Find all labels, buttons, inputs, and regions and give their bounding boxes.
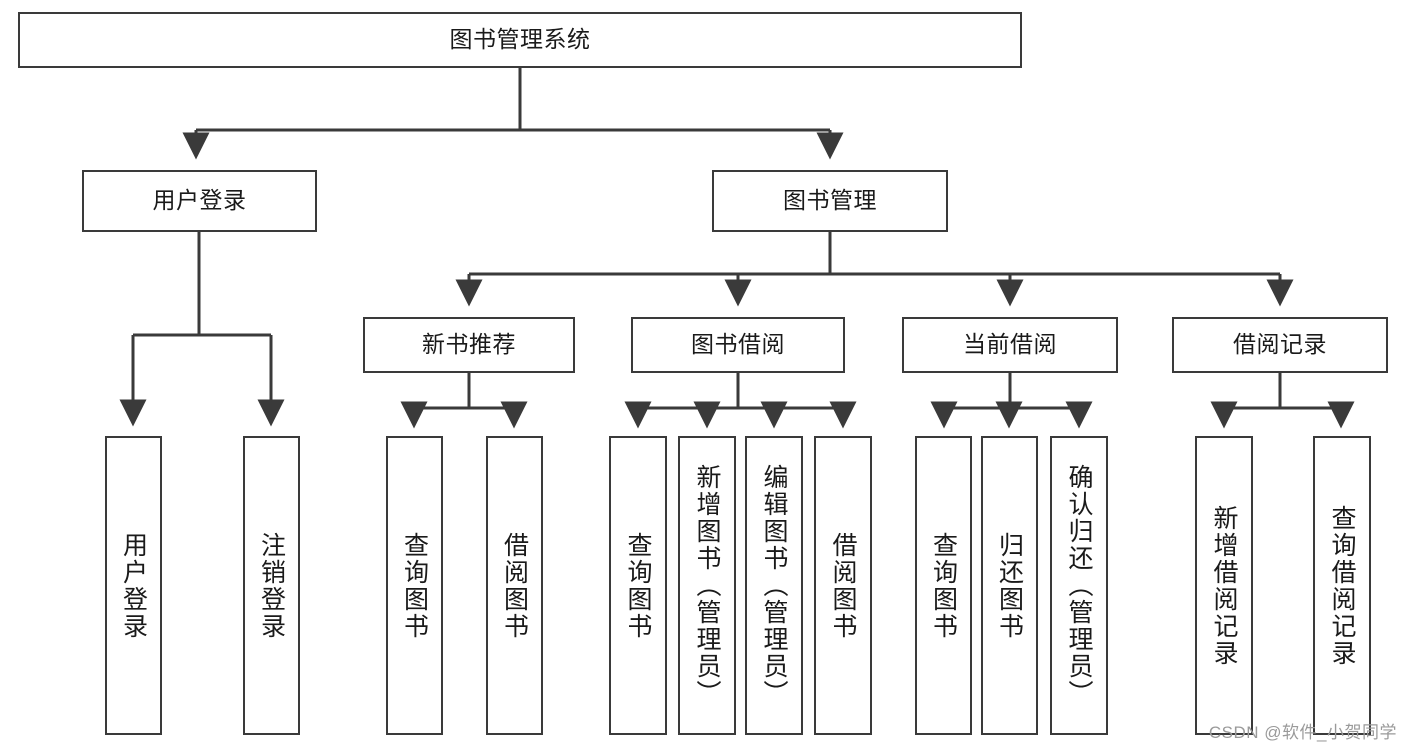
- leaf-current-return-book[interactable]: 归还图书: [981, 436, 1038, 735]
- node-label: 新书推荐: [422, 331, 516, 358]
- leaf-recommend-query-book[interactable]: 查询图书: [386, 436, 443, 735]
- watermark: CSDN @软件_小贺同学: [1208, 723, 1397, 742]
- node-label: 图书借阅: [691, 331, 785, 358]
- node-label: 查询图书: [624, 531, 652, 640]
- node-label: 查询借阅记录: [1328, 504, 1356, 667]
- leaf-borrow-add-book-admin[interactable]: 新增图书（管理员）: [678, 436, 736, 735]
- node-label: 新增图书（管理员）: [693, 464, 721, 707]
- leaf-recommend-borrow-book[interactable]: 借阅图书: [486, 436, 543, 735]
- node-label: 归还图书: [995, 531, 1024, 640]
- leaf-user-logout[interactable]: 注销登录: [243, 436, 300, 735]
- node-label: 注销登录: [257, 531, 286, 640]
- leaf-record-query-record[interactable]: 查询借阅记录: [1313, 436, 1371, 735]
- node-label: 用户登录: [119, 531, 148, 640]
- leaf-current-confirm-return-admin[interactable]: 确认归还（管理员）: [1050, 436, 1108, 735]
- node-label: 借阅记录: [1233, 331, 1327, 358]
- node-current-borrow[interactable]: 当前借阅: [902, 317, 1118, 373]
- leaf-user-login[interactable]: 用户登录: [105, 436, 162, 735]
- node-label: 图书管理系统: [449, 26, 591, 53]
- node-label: 确认归还（管理员）: [1065, 464, 1093, 707]
- node-label: 图书管理: [783, 187, 877, 214]
- node-label: 借阅图书: [829, 531, 857, 640]
- node-label: 查询图书: [929, 531, 958, 640]
- node-root-system[interactable]: 图书管理系统: [18, 12, 1022, 68]
- node-label: 借阅图书: [500, 531, 529, 640]
- leaf-record-add-record[interactable]: 新增借阅记录: [1195, 436, 1253, 735]
- node-new-book-recommend[interactable]: 新书推荐: [363, 317, 575, 373]
- node-label: 查询图书: [400, 531, 429, 640]
- node-book-borrow[interactable]: 图书借阅: [631, 317, 845, 373]
- node-user-login[interactable]: 用户登录: [82, 170, 317, 232]
- node-book-management[interactable]: 图书管理: [712, 170, 948, 232]
- leaf-current-query-book[interactable]: 查询图书: [915, 436, 972, 735]
- leaf-borrow-edit-book-admin[interactable]: 编辑图书（管理员）: [745, 436, 803, 735]
- leaf-borrow-borrow-book[interactable]: 借阅图书: [814, 436, 872, 735]
- node-borrow-record[interactable]: 借阅记录: [1172, 317, 1388, 373]
- node-label: 当前借阅: [963, 331, 1057, 358]
- node-label: 新增借阅记录: [1210, 504, 1238, 667]
- node-label: 编辑图书（管理员）: [760, 464, 788, 707]
- leaf-borrow-query-book[interactable]: 查询图书: [609, 436, 667, 735]
- node-label: 用户登录: [152, 187, 247, 214]
